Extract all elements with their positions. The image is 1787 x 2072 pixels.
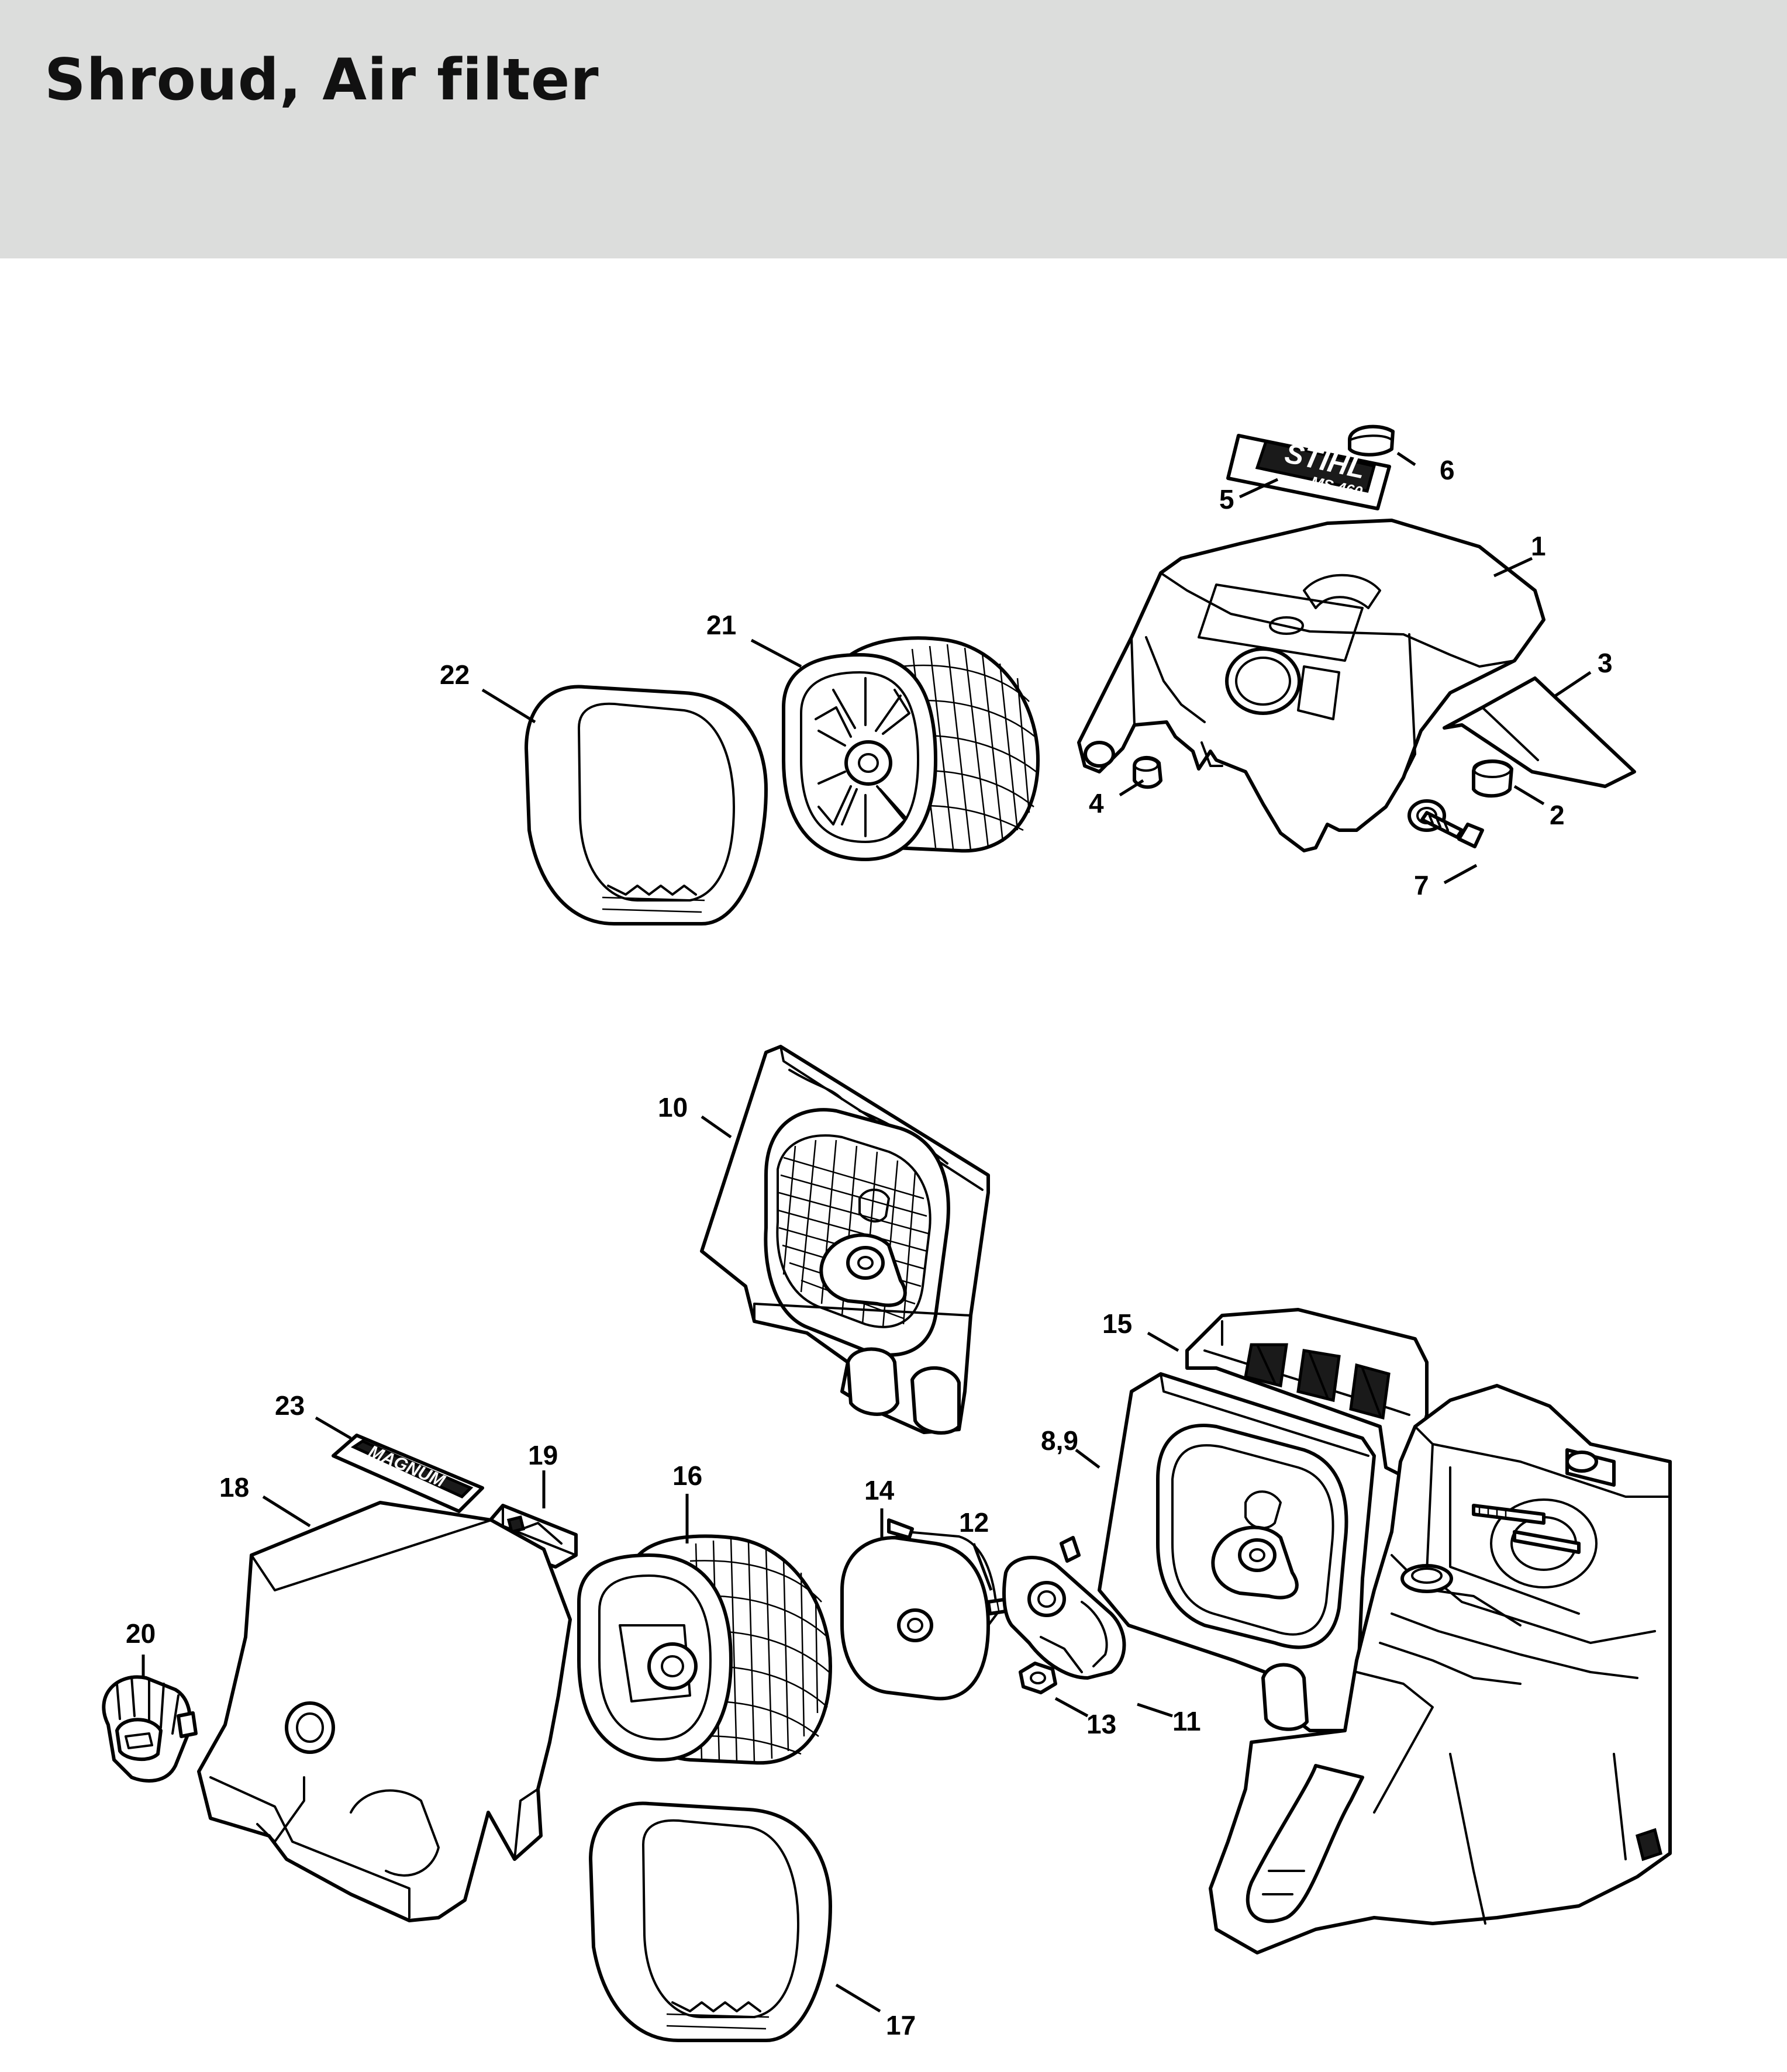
callout-17: 17 [886,2010,916,2040]
callout-21: 21 [706,610,736,640]
callout-23: 23 [275,1390,305,1421]
callout-2: 2 [1550,800,1565,830]
callout-7: 7 [1414,870,1429,900]
header-band [0,0,1787,258]
callout-20: 20 [126,1618,156,1649]
callout-11: 11 [1172,1706,1201,1736]
part-23-magnum-decal[interactable]: MAGNUM [332,1434,484,1513]
callout-14: 14 [864,1475,895,1505]
callout-1: 1 [1531,531,1546,561]
part-2-nut[interactable] [1472,759,1513,798]
callout-4: 4 [1089,788,1104,819]
leader-lines [142,451,1592,2013]
callout-15: 15 [1102,1308,1132,1339]
callout-22: 22 [440,659,470,690]
part-15-seal-frame[interactable] [1185,1308,1429,1481]
part-19-clip[interactable] [484,1504,578,1569]
part-4-sleeve[interactable] [1133,755,1162,789]
part-3-flap[interactable] [1443,676,1636,788]
part-13-nut[interactable] [1019,1662,1057,1694]
machine-housing [1209,1384,1672,1954]
part-11-bracket[interactable] [1002,1536,1126,1680]
callout-6: 6 [1440,455,1455,485]
callout-12: 12 [959,1507,989,1538]
callout-16: 16 [672,1460,702,1491]
callout-labels: 1 2 3 4 5 6 7 8,9 10 11 12 13 14 15 16 1… [126,455,1613,2040]
part-10-filter-base[interactable] [700,1045,990,1435]
part-16-air-filter[interactable] [577,1534,832,1765]
part-14-prefilter[interactable] [840,1518,998,1701]
callout-3: 3 [1598,648,1613,678]
part-22-prefilter-band[interactable] [525,685,768,926]
part-20-knob[interactable] [102,1675,198,1783]
part-8-9-filter-base[interactable] [1098,1372,1376,1732]
part-7-screw[interactable] [1420,811,1484,848]
callout-18: 18 [219,1472,249,1503]
callout-19: 19 [528,1440,558,1470]
callout-8-9: 8,9 [1041,1425,1078,1456]
part-17-prefilter-band[interactable] [589,1801,832,2042]
part-5-decal[interactable]: STIHL MS 460 [1226,434,1391,510]
part-6-plug[interactable] [1348,424,1395,457]
callout-5: 5 [1219,484,1234,514]
part-1-shroud[interactable] [1077,519,1545,852]
page-title: Shroud, Air filter [44,47,599,113]
callout-10: 10 [658,1092,688,1123]
part-18-cover[interactable] [197,1501,572,1922]
callout-13: 13 [1086,1709,1116,1739]
part-21-air-filter[interactable] [782,636,1040,861]
